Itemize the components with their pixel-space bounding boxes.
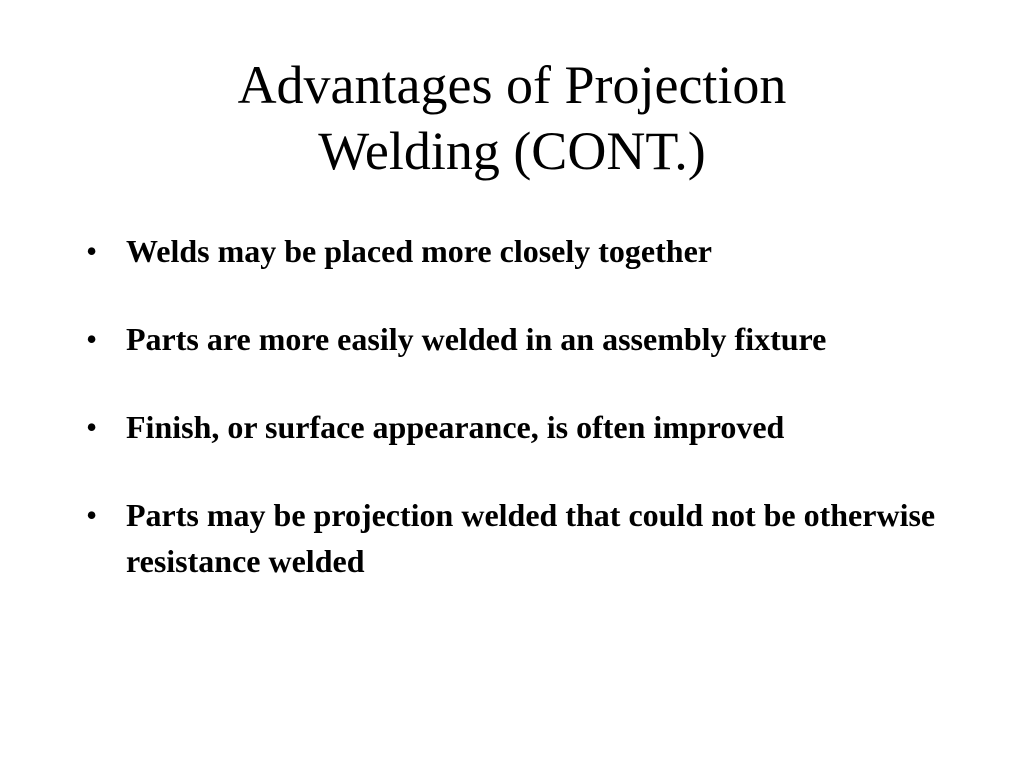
bullet-item: • Welds may be placed more closely toget… bbox=[86, 228, 946, 274]
bullet-item: • Finish, or surface appearance, is ofte… bbox=[86, 404, 946, 450]
bullet-text: Finish, or surface appearance, is often … bbox=[126, 409, 785, 445]
slide-title: Advantages of Projection Welding (CONT.) bbox=[0, 52, 1024, 184]
bullet-text: Parts may be projection welded that coul… bbox=[126, 497, 936, 579]
bullet-item: • Parts may be projection welded that co… bbox=[86, 492, 946, 584]
bullet-text: Welds may be placed more closely togethe… bbox=[126, 233, 712, 269]
bullet-icon: • bbox=[86, 321, 98, 357]
bullet-icon: • bbox=[86, 497, 98, 533]
bullet-list: • Welds may be placed more closely toget… bbox=[86, 228, 946, 584]
bullet-text: Parts are more easily welded in an assem… bbox=[126, 321, 827, 357]
slide-title-line-1: Advantages of Projection bbox=[237, 55, 787, 115]
slide-title-line-2: Welding (CONT.) bbox=[318, 121, 706, 181]
bullet-icon: • bbox=[86, 409, 98, 445]
bullet-icon: • bbox=[86, 233, 98, 269]
bullet-item: • Parts are more easily welded in an ass… bbox=[86, 316, 946, 362]
